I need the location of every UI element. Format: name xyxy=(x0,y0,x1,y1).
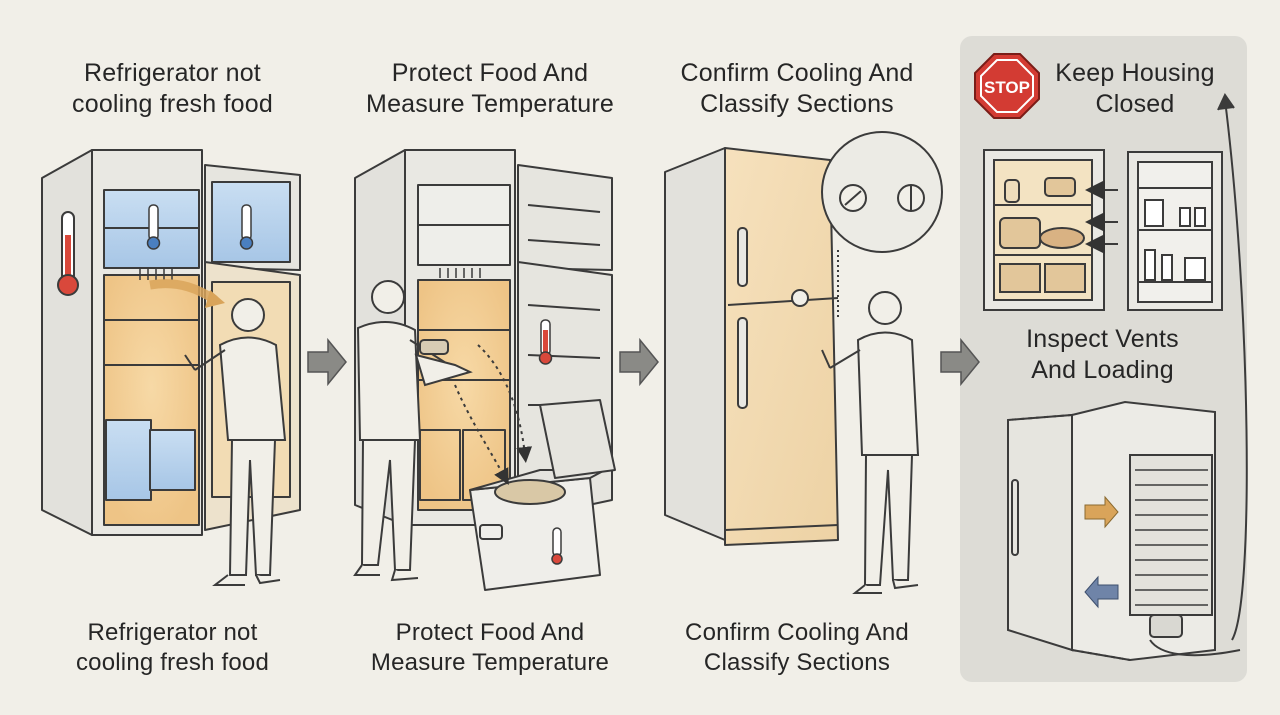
panel4-subtitle: Inspect Vents And Loading xyxy=(1026,325,1179,384)
thermometer-icon xyxy=(538,319,553,365)
step1-caption: Refrigerator not cooling fresh food xyxy=(75,619,270,676)
stop-sign-icon: STOP xyxy=(974,53,1040,119)
arrow-left-icon xyxy=(1084,575,1119,609)
panel4-title: Keep Housing Closed xyxy=(1055,59,1215,118)
loading-comparison xyxy=(983,149,1223,311)
arrow-right-icon xyxy=(940,337,980,387)
step3-caption: Confirm Cooling And Classify Sections xyxy=(685,619,909,676)
person-icon xyxy=(353,280,473,582)
dial-icon xyxy=(897,184,925,212)
step3-title: Confirm Cooling And Classify Sections xyxy=(680,59,914,118)
thermometer-icon xyxy=(551,527,563,565)
person-icon xyxy=(821,291,920,594)
stop-sign-label: STOP xyxy=(984,78,1030,97)
thermometer-icon xyxy=(57,211,79,296)
dial-icon xyxy=(839,184,867,212)
thermometer-icon xyxy=(146,204,161,250)
arrow-right-icon xyxy=(1084,495,1119,529)
thermometer-icon xyxy=(239,204,254,250)
step1-title: Refrigerator not cooling fresh food xyxy=(72,59,273,118)
arrow-right-icon xyxy=(619,337,659,387)
step3-illustration xyxy=(664,131,943,546)
arrow-right-icon xyxy=(307,337,347,387)
step2-title: Protect Food And Measure Temperature xyxy=(366,59,614,118)
person-icon xyxy=(184,298,287,586)
step2-caption: Protect Food And Measure Temperature xyxy=(370,619,610,676)
cooler-icon xyxy=(479,524,503,540)
